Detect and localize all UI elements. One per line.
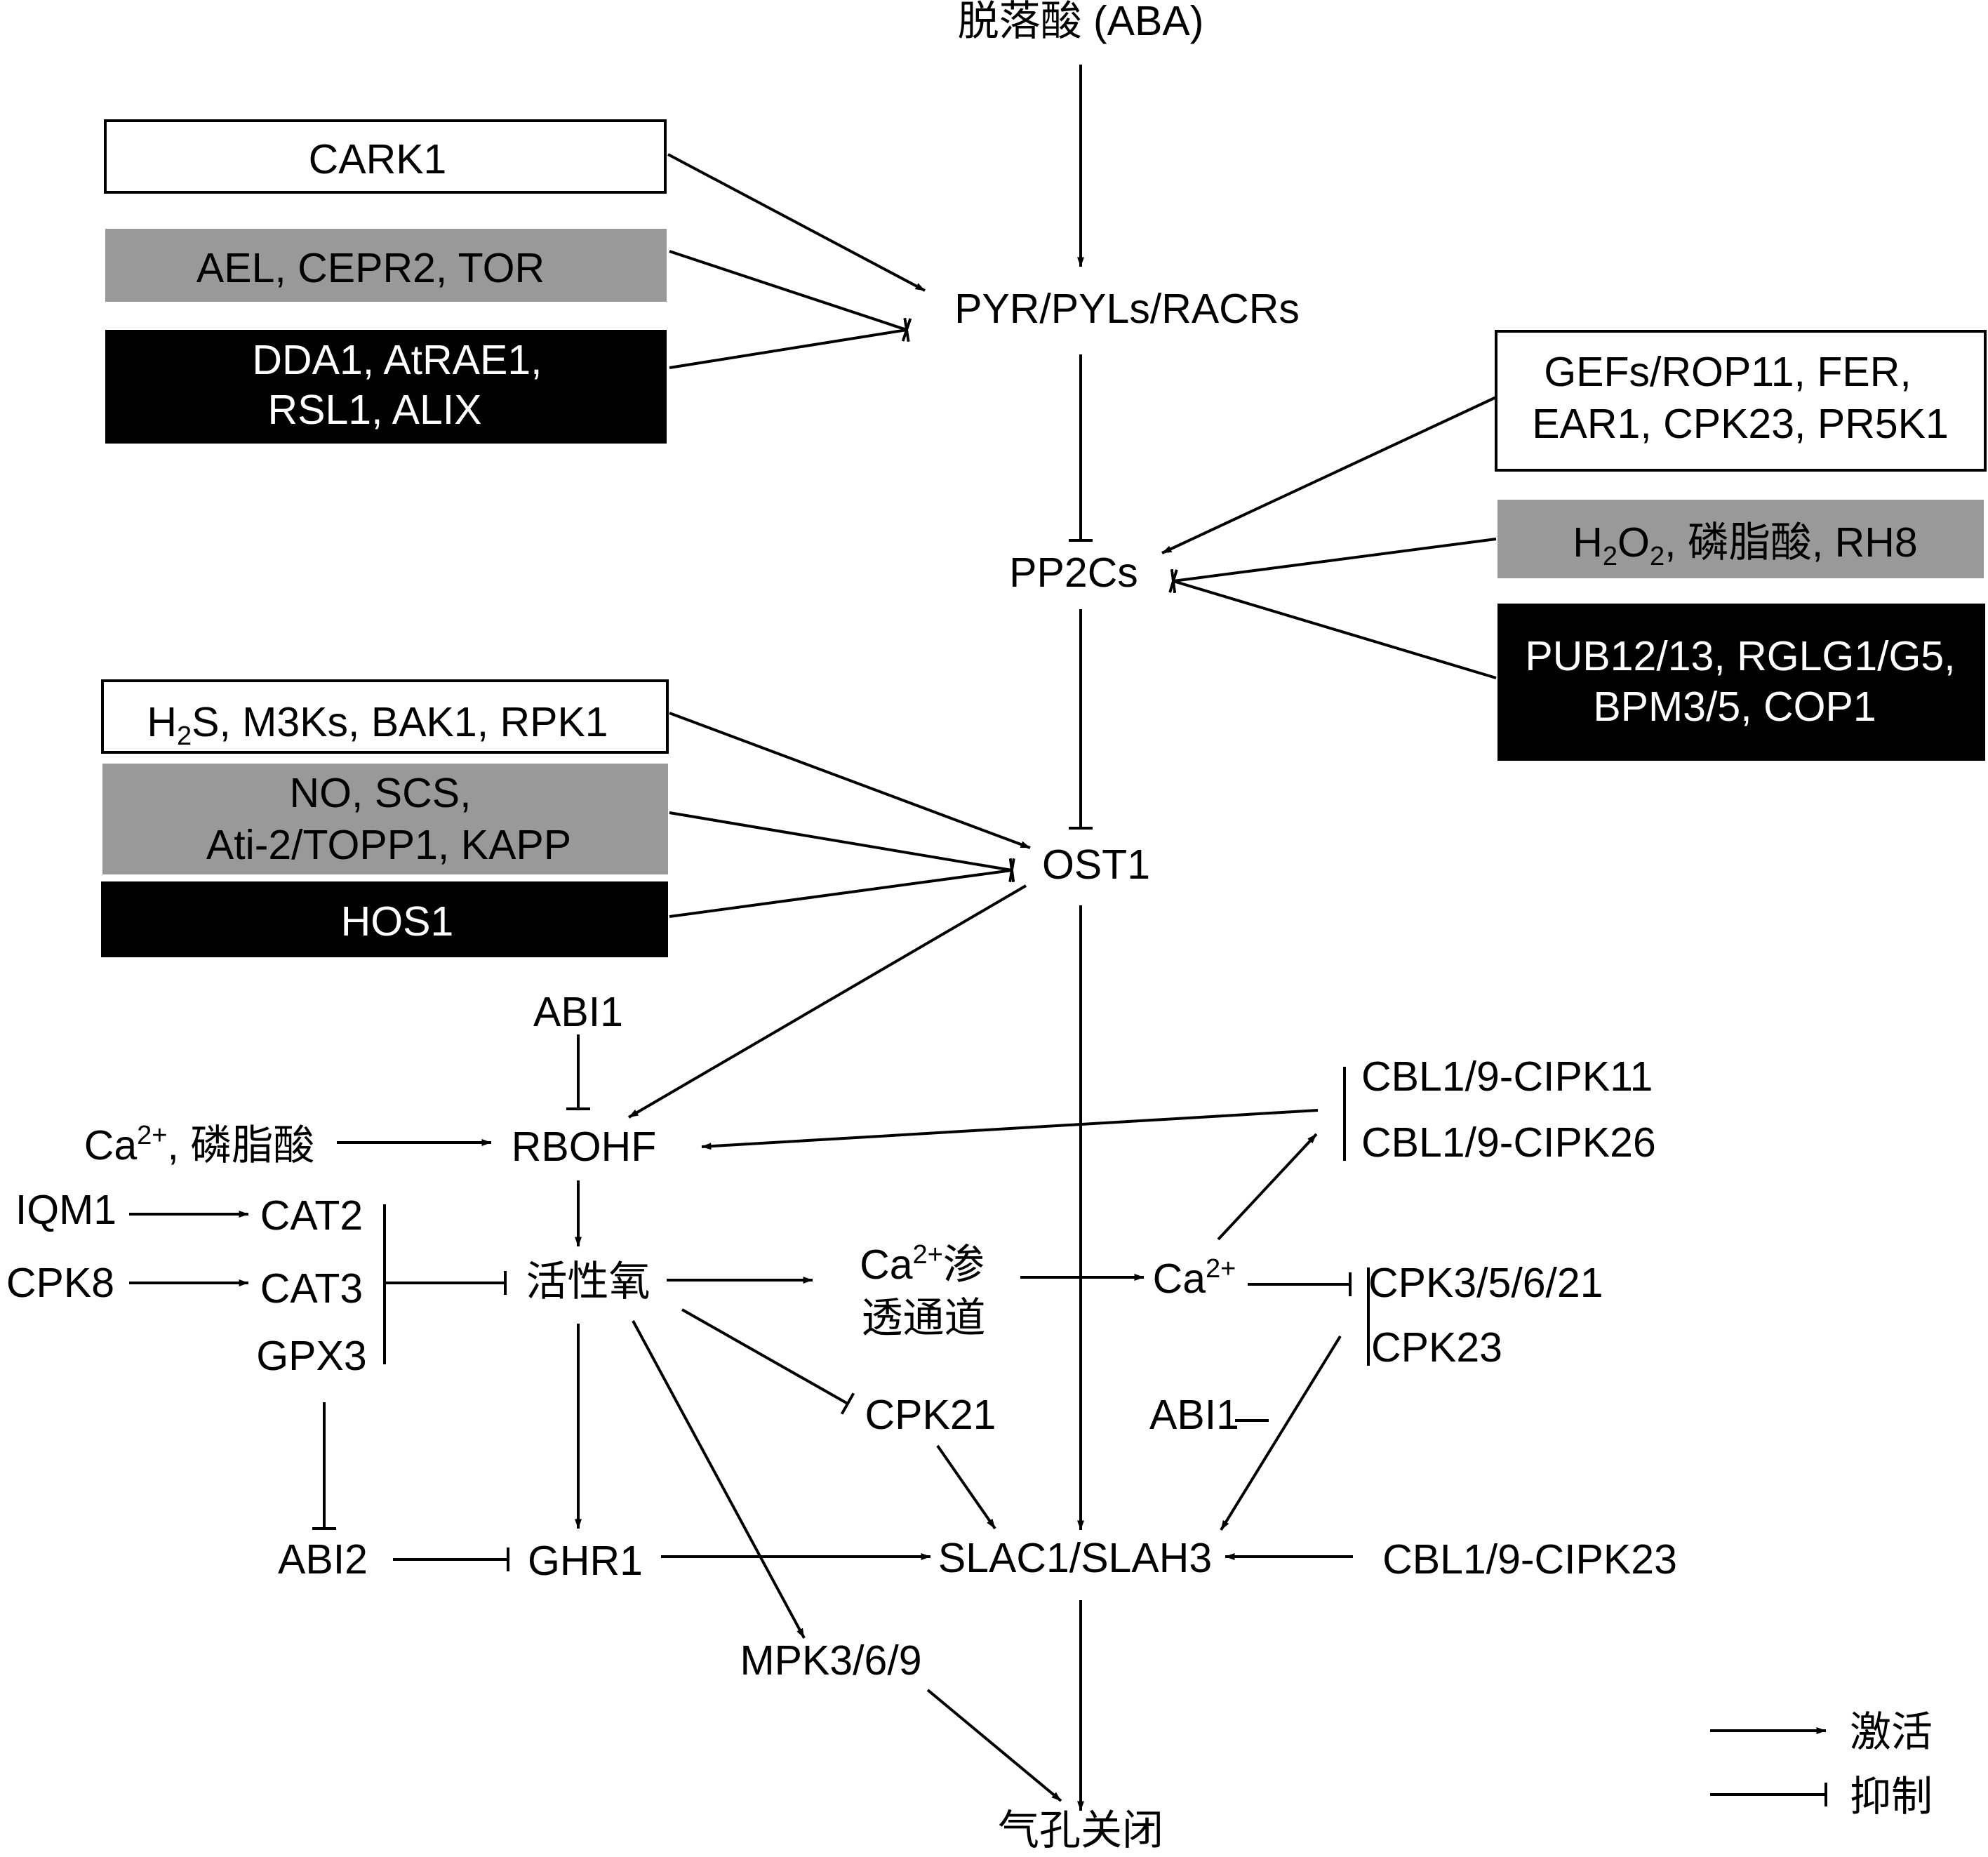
box-ael-label: AEL, CEPR2, TOR — [196, 245, 545, 291]
box-cark1-rect — [104, 119, 667, 194]
box-no-rect — [102, 764, 668, 874]
box-cark1-label: CARK1 — [309, 136, 447, 182]
box-no-line-2: Ati-2/TOPP1, KAPP — [206, 822, 571, 868]
box-pub12: PUB12/13, RGLG1/G5, BPM3/5, COP1 — [1497, 604, 1985, 761]
edge-h2s-to-ost1 — [669, 712, 1031, 849]
box-no: NO, SCS, Ati-2/TOPP1, KAPP — [102, 764, 668, 874]
edge-cpk21-to-slac1 — [936, 1444, 996, 1530]
edge-ros-to-cpk21 — [681, 1308, 855, 1415]
edge-ael-to-pyr — [669, 250, 912, 342]
box-hos1: HOS1 — [101, 881, 668, 957]
edge-ost1-to-rbohf — [627, 884, 1027, 1119]
node-aba: 脱落酸 (ABA) — [958, 0, 1204, 44]
box-no-line-1: NO, SCS, — [290, 770, 472, 816]
box-gefs: GEFs/ROP11, FER, EAR1, CPK23, PR5K1 — [1495, 330, 1987, 472]
edge-cark1-to-pyr — [667, 153, 926, 292]
edge-cbl-to-rbohf — [701, 1109, 1319, 1150]
node-ost1: OST1 — [1042, 841, 1150, 888]
edge-dda1-to-pyr — [669, 317, 910, 369]
edges — [129, 65, 1497, 1811]
box-gefs-line-2: EAR1, CPK23, PR5K1 — [1532, 401, 1949, 447]
box-ael: AEL, CEPR2, TOR — [105, 229, 667, 302]
node-rbohf: RBOHF — [512, 1124, 657, 1170]
node-pp2cs: PP2Cs — [1009, 550, 1138, 596]
edge-hos1-to-ost1 — [669, 858, 1015, 918]
node-cbl-cipk11: CBL1/9-CIPK11 — [1361, 1053, 1653, 1100]
node-cpk8: CPK8 — [6, 1260, 114, 1306]
node-cat2: CAT2 — [260, 1192, 363, 1239]
node-cpk23: CPK23 — [1371, 1324, 1502, 1371]
legend-activate-label: 激活 — [1850, 1709, 1933, 1755]
box-gefs-rect — [1495, 330, 1987, 472]
edge-ros-to-mpk — [632, 1320, 806, 1639]
box-h2o2-rect — [1497, 500, 1984, 578]
box-h2s-rect — [101, 679, 669, 754]
box-h2s-label: H2S, M3Ks, BAK1, RPK1 — [147, 699, 608, 751]
box-hos1-label: HOS1 — [341, 898, 454, 945]
node-ghr1: GHR1 — [528, 1538, 643, 1584]
edge-mpk-to-closure — [926, 1689, 1062, 1802]
node-ros: 活性氧 — [526, 1258, 650, 1305]
box-hos1-rect — [101, 881, 668, 957]
edge-ca-to-cbl — [1217, 1133, 1318, 1241]
box-pub12-line-1: PUB12/13, RGLG1/G5, — [1525, 633, 1955, 679]
legend-inhibit-label: 抑制 — [1850, 1773, 1933, 1820]
edge-pub12-to-pp2cs — [1168, 569, 1497, 679]
box-h2o2-label: H2O2, 磷脂酸, RH8 — [1573, 519, 1917, 571]
edge-h2o2-to-pp2cs — [1170, 538, 1497, 594]
edge-no-to-ost1 — [669, 811, 1015, 883]
node-cpk21: CPK21 — [865, 1392, 996, 1438]
box-h2s: H2S, M3Ks, BAK1, RPK1 — [101, 679, 669, 754]
box-cark1: CARK1 — [104, 119, 667, 194]
node-stomatal-closure: 气孔关闭 — [998, 1807, 1163, 1853]
node-abi1-mid: ABI1 — [1149, 1392, 1239, 1438]
box-gefs-line-1: GEFs/ROP11, FER, — [1544, 349, 1911, 395]
node-ca: Ca2+ — [1153, 1254, 1236, 1302]
box-dda1-rect — [105, 330, 667, 444]
legend: 激活 抑制 — [1710, 1709, 1933, 1820]
node-gpx3: GPX3 — [256, 1333, 366, 1379]
node-cpk3-5-6-21: CPK3/5/6/21 — [1368, 1260, 1603, 1306]
node-ca-channel-line-2: 透通道 — [861, 1295, 985, 1341]
node-abi2: ABI2 — [278, 1536, 368, 1583]
box-pub12-rect — [1497, 604, 1985, 761]
box-pub12-line-2: BPM3/5, COP1 — [1593, 684, 1876, 730]
box-dda1: DDA1, AtRAE1, RSL1, ALIX — [105, 330, 667, 444]
edge-cpk-to-slac1 — [1220, 1335, 1342, 1531]
node-mpk3-6-9: MPK3/6/9 — [740, 1637, 921, 1684]
node-abi1-top: ABI1 — [533, 989, 623, 1035]
box-dda1-line-1: DDA1, AtRAE1, — [252, 337, 542, 383]
node-cbl-cipk26: CBL1/9-CIPK26 — [1361, 1119, 1656, 1166]
node-iqm1: IQM1 — [15, 1187, 116, 1233]
node-cat3: CAT3 — [260, 1265, 363, 1312]
box-h2o2: H2O2, 磷脂酸, RH8 — [1497, 500, 1984, 578]
node-pyr: PYR/PYLs/RACRs — [954, 286, 1300, 332]
box-ael-rect — [105, 229, 667, 302]
edge-gefs-to-pp2cs — [1161, 396, 1497, 554]
node-ca-pa: Ca2+, 磷脂酸 — [84, 1121, 315, 1169]
node-cbl-cipk23: CBL1/9-CIPK23 — [1382, 1536, 1677, 1583]
node-ca-channel-line-1: Ca2+渗 — [860, 1240, 985, 1288]
box-dda1-line-2: RSL1, ALIX — [267, 387, 481, 433]
node-slac1-slah3: SLAC1/SLAH3 — [938, 1535, 1212, 1581]
